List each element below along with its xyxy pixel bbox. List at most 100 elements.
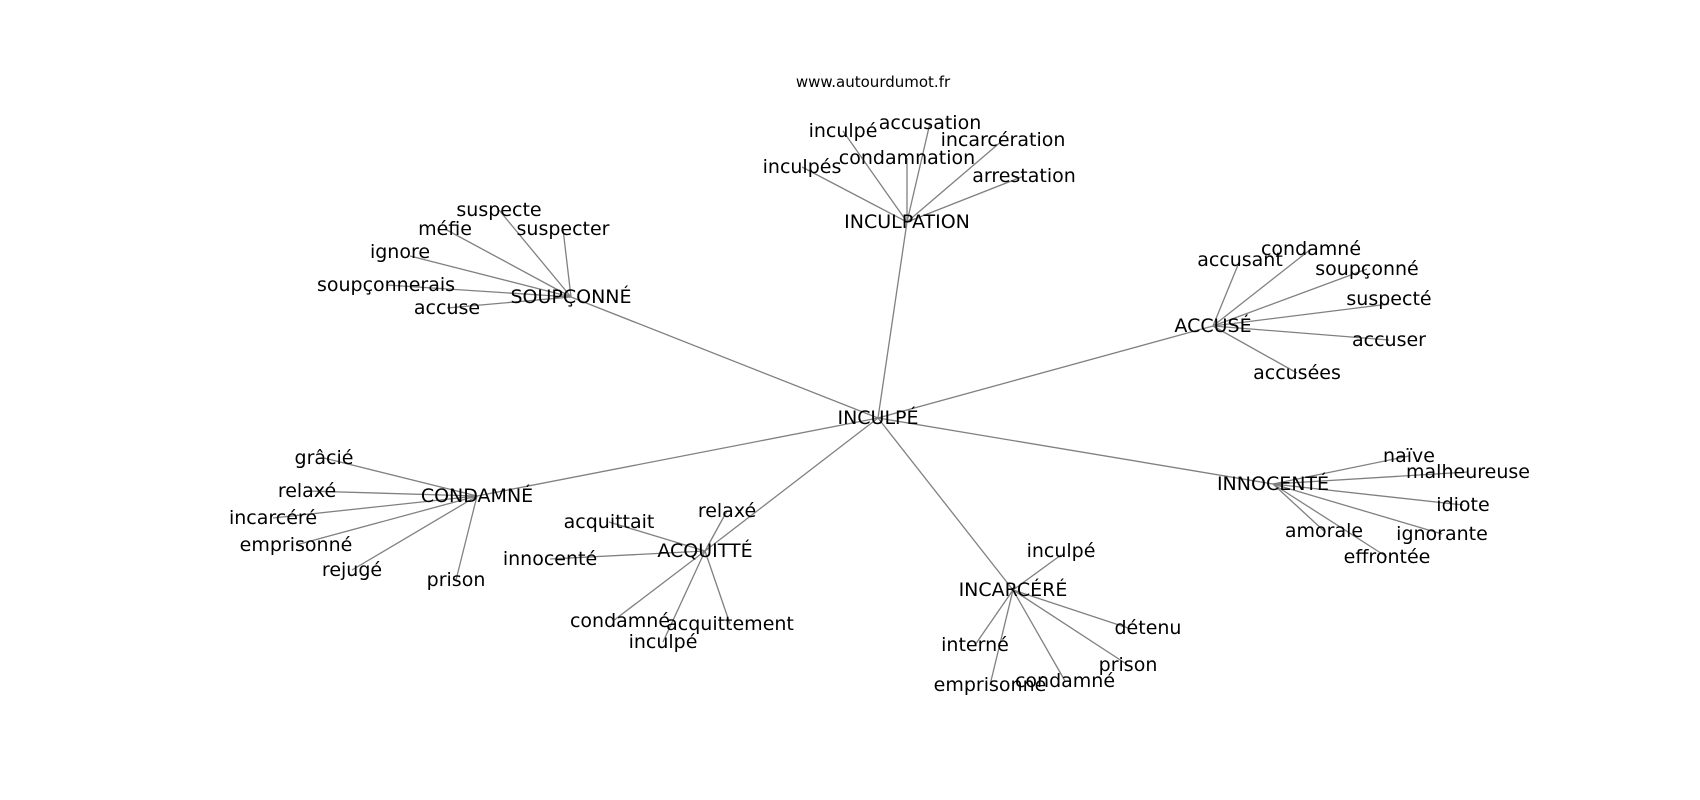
edge-hub-to-neighbor (549, 550, 706, 560)
center-word: INCULPÉ (837, 406, 918, 429)
neighbor-word: suspecter (517, 218, 610, 240)
edge-hub-to-neighbor (989, 589, 1014, 686)
edge-hub-to-neighbor (1212, 259, 1241, 327)
neighbor-word: suspecte (456, 199, 541, 221)
edge-hub-to-neighbor (455, 495, 478, 581)
neighbor-word: arrestation (972, 165, 1076, 187)
edge-hub-to-neighbor (704, 510, 728, 552)
neighbor-word: inculpé (629, 631, 698, 653)
hub-word: ACCUSÉ (1174, 314, 1251, 337)
edge-hub-to-neighbor (1012, 589, 1066, 682)
neighbor-word: condamné (1261, 238, 1361, 260)
edge-hub-to-neighbor (409, 255, 572, 298)
neighbor-word: relaxé (278, 480, 336, 502)
edge-hub-to-neighbor (842, 130, 908, 223)
edge-hub-to-neighbor (351, 495, 478, 571)
hub-word: SOUPÇONNÉ (510, 285, 631, 308)
neighbor-word: suspecté (1346, 288, 1431, 310)
edge-center-to-hub (570, 296, 879, 419)
neighbor-word: méfie (418, 218, 472, 240)
neighbor-word: acquittait (564, 511, 655, 533)
edge-hub-to-neighbor (608, 521, 706, 552)
neighbor-word: accusant (1197, 249, 1283, 271)
edge-center-to-hub (877, 417, 1274, 485)
hub-word: CONDAMNÉ (421, 484, 533, 507)
edge-hub-to-neighbor (1272, 455, 1410, 485)
edge-center-to-hub (704, 417, 879, 552)
neighbor-word: relaxé (698, 500, 756, 522)
neighbor-word: emprisonné (240, 534, 353, 556)
neighbor-word: grâcié (295, 447, 354, 469)
edge-center-to-hub (476, 417, 879, 497)
edge-hub-to-neighbor (562, 228, 572, 298)
neighbor-word: inculpé (809, 120, 878, 142)
edge-hub-to-neighbor (1272, 483, 1443, 535)
neighbor-word: accuse (414, 297, 480, 319)
neighbor-word: inculpé (1027, 540, 1096, 562)
edge-hub-to-neighbor (1272, 471, 1469, 485)
neighbor-word: accusation (879, 112, 982, 134)
neighbor-word: emprisonné (934, 674, 1047, 696)
neighbor-word: condamné (570, 610, 670, 632)
neighbor-word: rejugé (322, 559, 382, 581)
neighbor-word: innocenté (503, 548, 597, 570)
edge-hub-to-neighbor (272, 495, 478, 519)
edge-hub-to-neighbor (612, 550, 706, 622)
edge-hub-to-neighbor (1212, 248, 1312, 327)
edge-hub-to-neighbor (906, 122, 931, 223)
edge-hub-to-neighbor (1212, 303, 1390, 327)
neighbor-word: inculpés (763, 156, 842, 178)
edge-hub-to-neighbor (906, 139, 1004, 223)
source-label: www.autourdumot.fr (796, 73, 951, 91)
edge-hub-to-neighbor (1012, 554, 1062, 591)
neighbor-word: incarcéré (229, 507, 317, 529)
neighbor-word: incarcération (941, 129, 1066, 151)
edge-hub-to-neighbor (498, 209, 572, 298)
neighbor-word: ignorante (1396, 523, 1488, 545)
graph-labels: www.autourdumot.fr INCULPÉ INCULPATION inc… (229, 73, 1530, 696)
edge-hub-to-neighbor (446, 296, 572, 309)
neighbor-word: soupçonné (1315, 258, 1418, 280)
neighbor-word: naïve (1383, 445, 1435, 467)
edge-hub-to-neighbor (704, 550, 731, 625)
edge-hub-to-neighbor (1212, 268, 1368, 327)
edge-hub-to-neighbor (1212, 325, 1390, 341)
edge-hub-to-neighbor (1272, 483, 1388, 558)
neighbor-word: effrontée (1344, 546, 1431, 568)
edge-hub-to-neighbor (974, 589, 1014, 646)
neighbor-word: détenu (1115, 617, 1182, 639)
edge-center-to-hub (877, 221, 908, 419)
edge-hub-to-neighbor (1272, 483, 1325, 532)
neighbor-word: condamnation (839, 147, 975, 169)
edge-hub-to-neighbor (444, 228, 572, 298)
edge-hub-to-neighbor (662, 550, 706, 643)
edge-center-to-hub (877, 417, 1014, 591)
edge-hub-to-neighbor (295, 495, 478, 546)
neighbor-word: malheureuse (1406, 461, 1530, 483)
neighbor-word: accusées (1253, 362, 1341, 384)
edge-hub-to-neighbor (1012, 589, 1129, 629)
edge-hub-to-neighbor (906, 175, 1025, 223)
edge-hub-to-neighbor (385, 284, 572, 298)
neighbor-word: prison (427, 569, 486, 591)
neighbor-word: prison (1099, 654, 1158, 676)
edge-hub-to-neighbor (306, 490, 478, 497)
edge-hub-to-neighbor (323, 457, 478, 497)
hub-word: INCARCÉRÉ (959, 578, 1068, 601)
edge-center-to-hub (877, 325, 1214, 419)
edge-hub-to-neighbor (1272, 483, 1464, 506)
edge-hub-to-neighbor (1012, 589, 1129, 666)
neighbor-word: soupçonnerais (317, 274, 455, 296)
hub-word: INCULPATION (844, 211, 970, 233)
neighbor-word: amorale (1285, 520, 1363, 542)
neighbor-word: condamné (1015, 670, 1115, 692)
hub-word: INNOCENTÉ (1217, 472, 1329, 495)
neighbor-word: acquittement (666, 613, 794, 635)
neighbor-word: idiote (1436, 494, 1489, 516)
graph-edges (272, 122, 1469, 686)
hub-word: ACQUITTÉ (657, 539, 752, 562)
edge-hub-to-neighbor (1212, 325, 1298, 374)
neighbor-word: accuser (1352, 329, 1426, 351)
neighbor-word: ignore (370, 241, 430, 263)
